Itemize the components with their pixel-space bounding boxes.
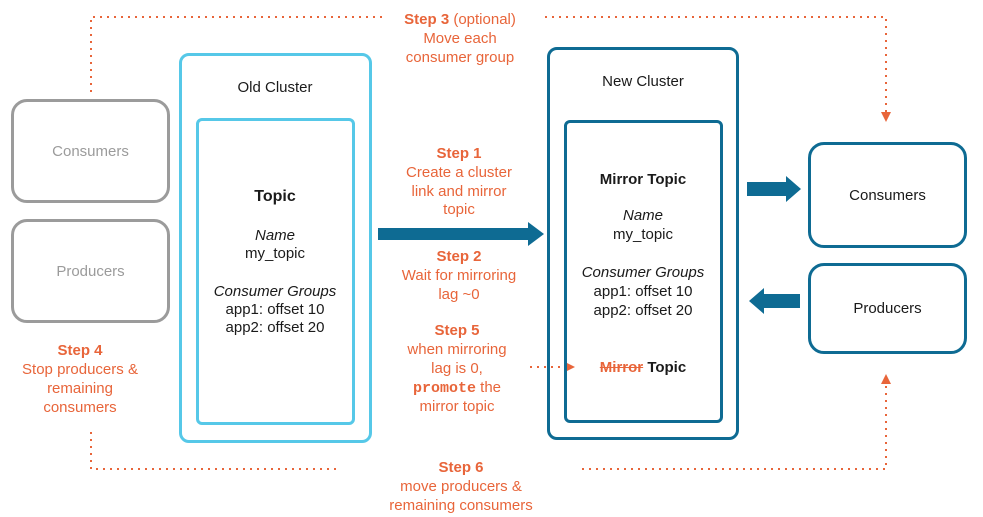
producers-arrow: [749, 288, 800, 314]
new-topic-groups-label: Consumer Groups: [581, 264, 705, 281]
step3-line: Move each: [423, 30, 497, 47]
step6-line: move producers &: [400, 478, 522, 495]
step4-line: remaining: [47, 380, 113, 397]
step3-dotted-path-right: [545, 16, 891, 122]
promoted-topic-label: Mirror Topic: [600, 358, 686, 377]
old-topic-heading: Topic: [254, 188, 296, 205]
step2-line: lag ~0: [438, 286, 480, 303]
step4-line: Stop producers &: [22, 361, 138, 378]
right-consumers-box: Consumers: [808, 142, 967, 248]
new-topic-name-label: Name: [622, 207, 664, 224]
step4-line: consumers: [43, 399, 117, 416]
step4-title: Step 4: [57, 342, 103, 359]
step5-title: Step 5: [434, 322, 480, 339]
step3-suffix: (optional): [449, 11, 516, 28]
new-topic-name-value: my_topic: [612, 226, 674, 243]
step6-title: Step 6: [438, 459, 484, 476]
step3-label: Step 3 (optional): [404, 10, 516, 29]
struck-mirror-word: Mirror: [599, 359, 644, 376]
new-topic-heading: Mirror Topic: [599, 171, 687, 188]
left-consumers-box: Consumers: [11, 99, 170, 203]
promote-keyword: promote: [412, 380, 476, 397]
link-arrow: [378, 222, 544, 246]
new-topic-group: app1: offset 10: [593, 283, 693, 300]
step6-line: remaining consumers: [389, 497, 533, 514]
right-producers-box: Producers: [808, 263, 967, 354]
old-topic-box: [196, 118, 355, 425]
step6-dotted-path-right: [582, 374, 891, 470]
old-topic-name-value: my_topic: [244, 245, 306, 262]
old-topic-name-label: Name: [254, 227, 296, 244]
old-topic-group: app1: offset 10: [225, 301, 325, 318]
old-cluster-box: [179, 53, 372, 443]
old-topic-group: app2: offset 20: [225, 319, 325, 336]
right-producers-label: Producers: [853, 300, 922, 317]
step1-line: topic: [443, 201, 475, 218]
left-producers-box: Producers: [11, 219, 170, 323]
left-producers-label: Producers: [56, 262, 125, 280]
left-consumers-label: Consumers: [52, 142, 129, 160]
step5-last-line: mirror topic: [419, 398, 495, 415]
new-cluster-title: New Cluster: [602, 73, 684, 90]
step3-line: consumer group: [405, 49, 515, 66]
step2-title: Step 2: [436, 248, 482, 265]
old-topic-groups-label: Consumer Groups: [213, 283, 337, 300]
step5-line: when mirroring: [407, 341, 507, 358]
consumers-arrow: [747, 176, 801, 202]
step5-line: lag is 0,: [431, 360, 483, 377]
new-topic-group: app2: offset 20: [593, 302, 693, 319]
new-cluster-box: [547, 47, 739, 440]
step6-dotted-path-left: [90, 432, 340, 470]
step5-after-keyword: the: [475, 379, 502, 396]
step2-line: Wait for mirroring: [401, 267, 517, 284]
step1-line: link and mirror: [411, 183, 507, 200]
old-cluster-title: Old Cluster: [237, 79, 313, 96]
step3-title: Step 3: [404, 11, 450, 28]
step5-promote-line: promote the: [413, 378, 501, 398]
promoted-topic-word: Topic: [647, 359, 687, 376]
step1-title: Step 1: [436, 145, 482, 162]
new-topic-box: [564, 120, 723, 423]
right-consumers-label: Consumers: [849, 186, 926, 204]
step1-line: Create a cluster: [406, 164, 512, 181]
